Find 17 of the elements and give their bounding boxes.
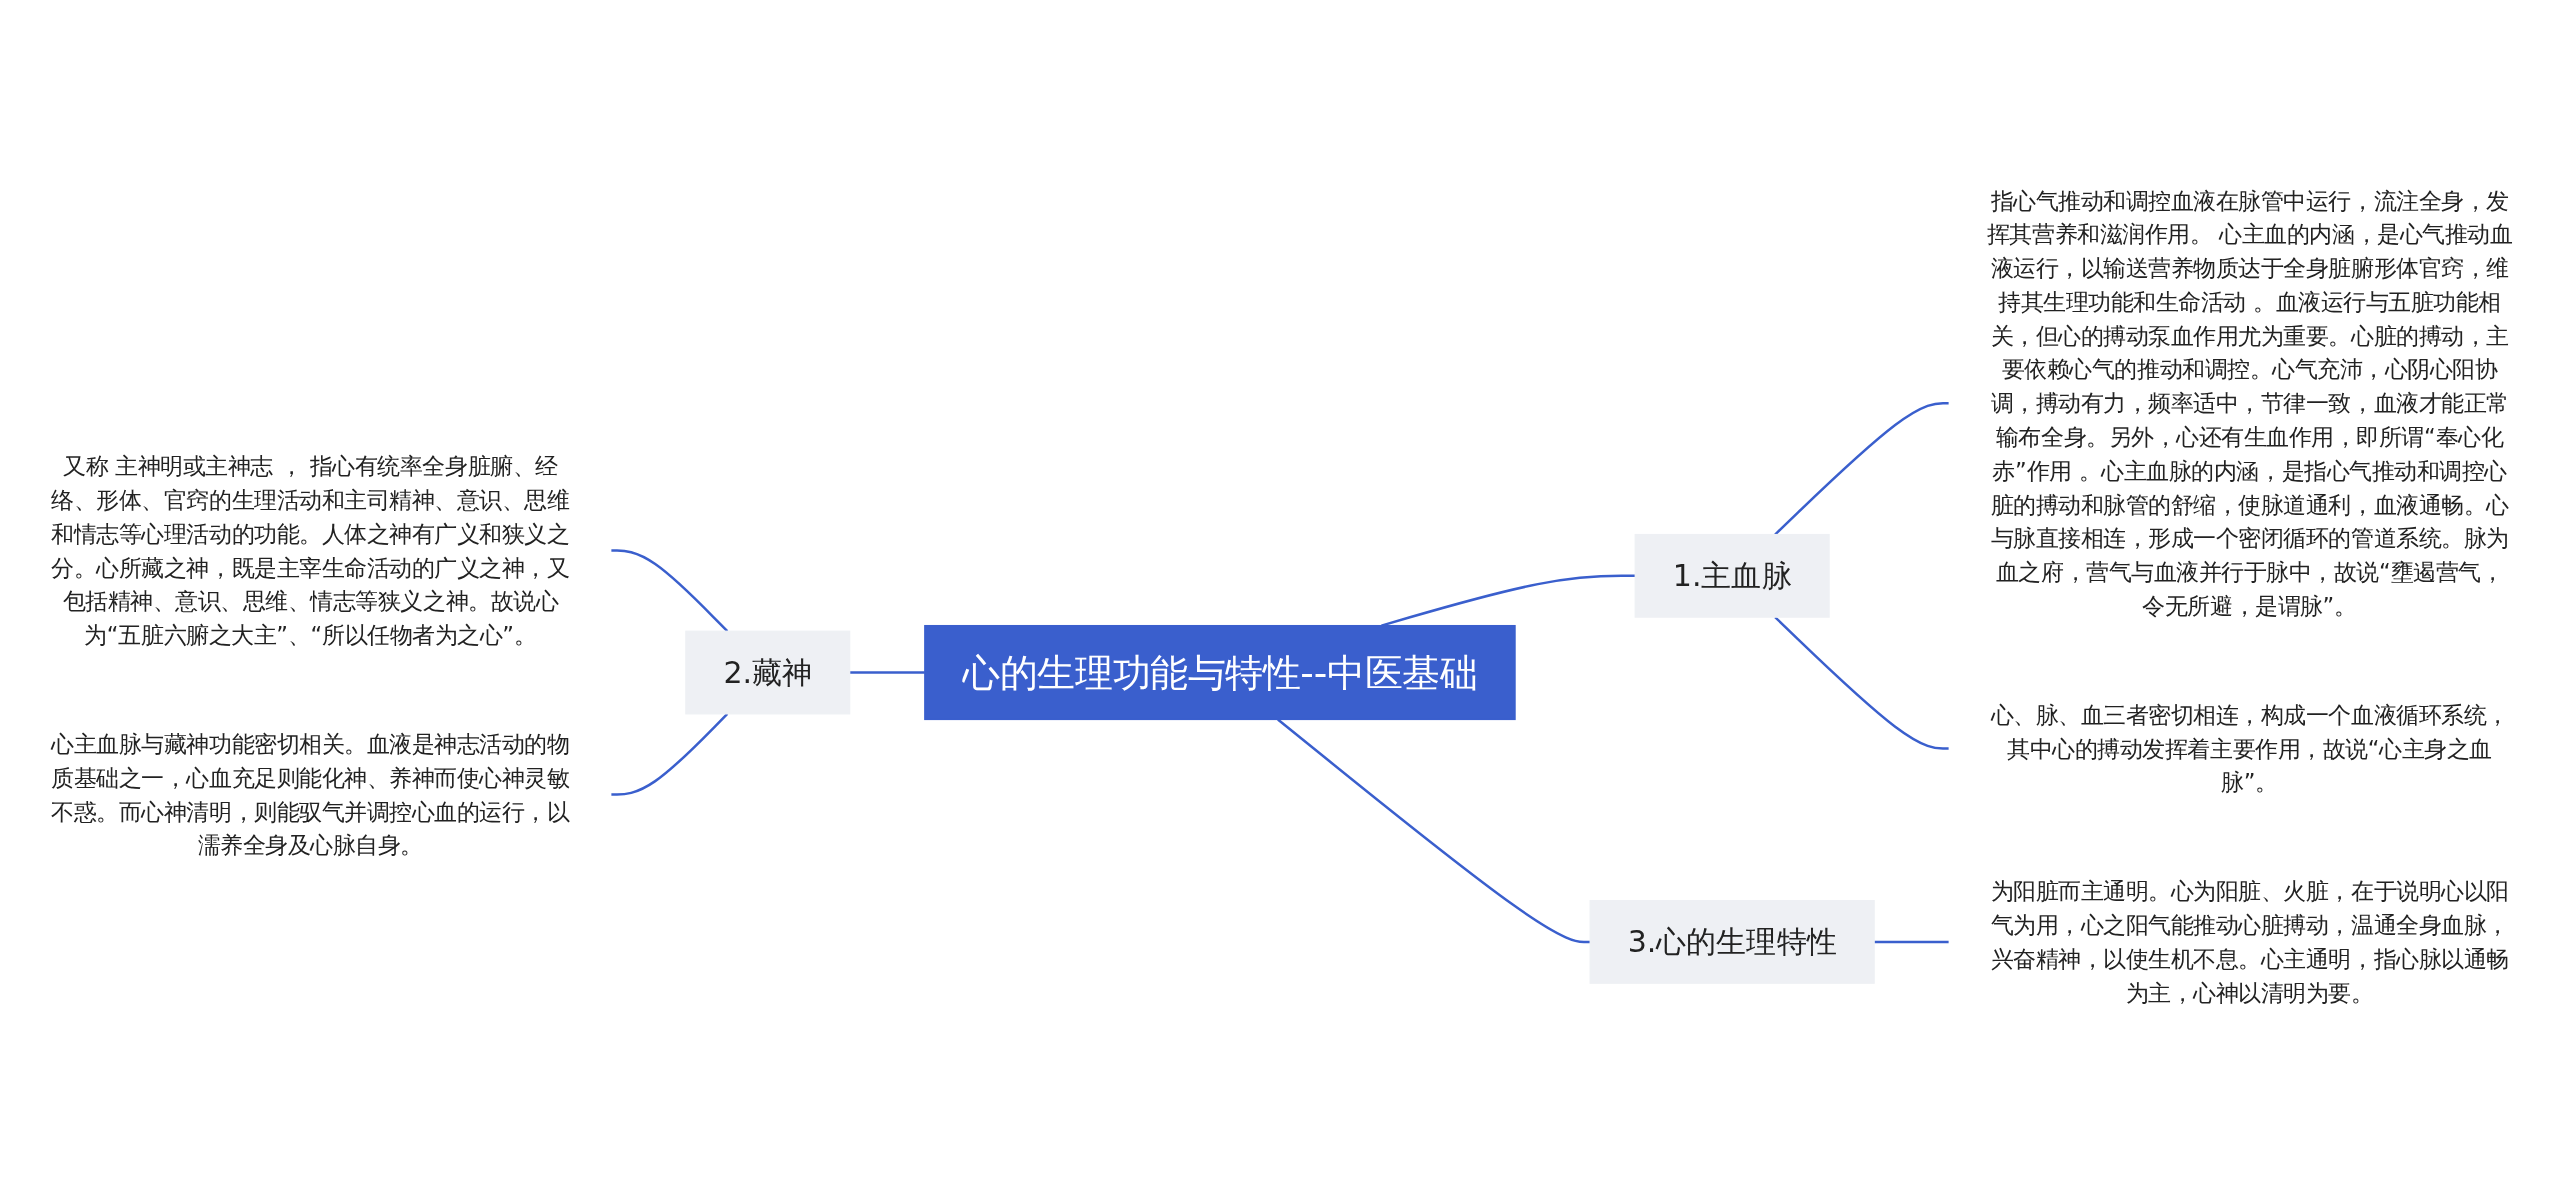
connector [1774,616,1950,750]
node-text: 指心气推动和调控血液在脉管中运行，流注全身，发挥其营养和滋润作用。 心主血的内涵，是心气推动血液运行，以输送营养物质达于全身脏腑形体官窍，维持其生理功能和生命活动 。血液运行与五脏功能相关，但心的搏动泵血作用尤为重要。心脏的搏动，主要依赖心气的推动和调控。心气充沛，心阴心阳协调，搏动有力，频率适中，节律一致，血液才能正常输布全身。另外，心还有生血作用，即所谓“奉心化赤”作用 。心主血脉的内涵，是指心气推动和调控心脏的搏动和脉管的舒缩，使脉道通利，血液通畅。心与脉直接相连，形成一个密闭循环的管道系统。脉为血之府，营气与血液并行于脉中，故说“壅遏营气，令无所避，是谓脉”。 [1986,187,2513,620]
connector [610,712,729,796]
node-text: 又称 主神明或主神志 ， 指心有统率全身脏腑、经络、形体、官窍的生理活动和主司精神、意识、思维和情志等心理活动的功能。人体之神有广义和狭义之分。心所藏之神，既是主宰生命活动的广义之神，又包括精神、意识、思维、情志等狭义之神。故说心为“五脏六腑之大主”、“所以任物者为之心”。 [51,452,570,649]
node-box: 2.藏神 [685,630,851,715]
connector [1874,940,1950,944]
node-box: 3.心的生理特性 [1589,900,1875,984]
connector [849,671,925,674]
node-box: 心的生理功能与特性--中医基础 [924,624,1516,721]
connector [1774,401,1950,536]
connector [610,549,729,633]
node-text: 心、脉、血三者密切相连，构成一个血液循环系统，其中心的搏动发挥着主要作用，故说“心主身之血脉”。 [1990,701,2509,796]
node-text: 为阳脏而主通明。心为阳脏、火脏，在于说明心以阳气为用，心之阳气能推动心脏搏动，温通全身血脉，兴奋精神，以使生机不息。心主通明，指心脉以通畅为主，心神以清明为要。 [1990,878,2509,1006]
connector [1277,718,1591,944]
connector [1381,574,1636,627]
node-box: 1.主血脉 [1634,533,1830,618]
node-text: 心主血脉与藏神功能密切相关。血液是神志活动的物质基础之一，心血充足则能化神、养神而使心神灵敏不惑。而心神清明，则能驭气并调控心血的运行，以濡养全身及心脉自身。 [51,730,570,859]
